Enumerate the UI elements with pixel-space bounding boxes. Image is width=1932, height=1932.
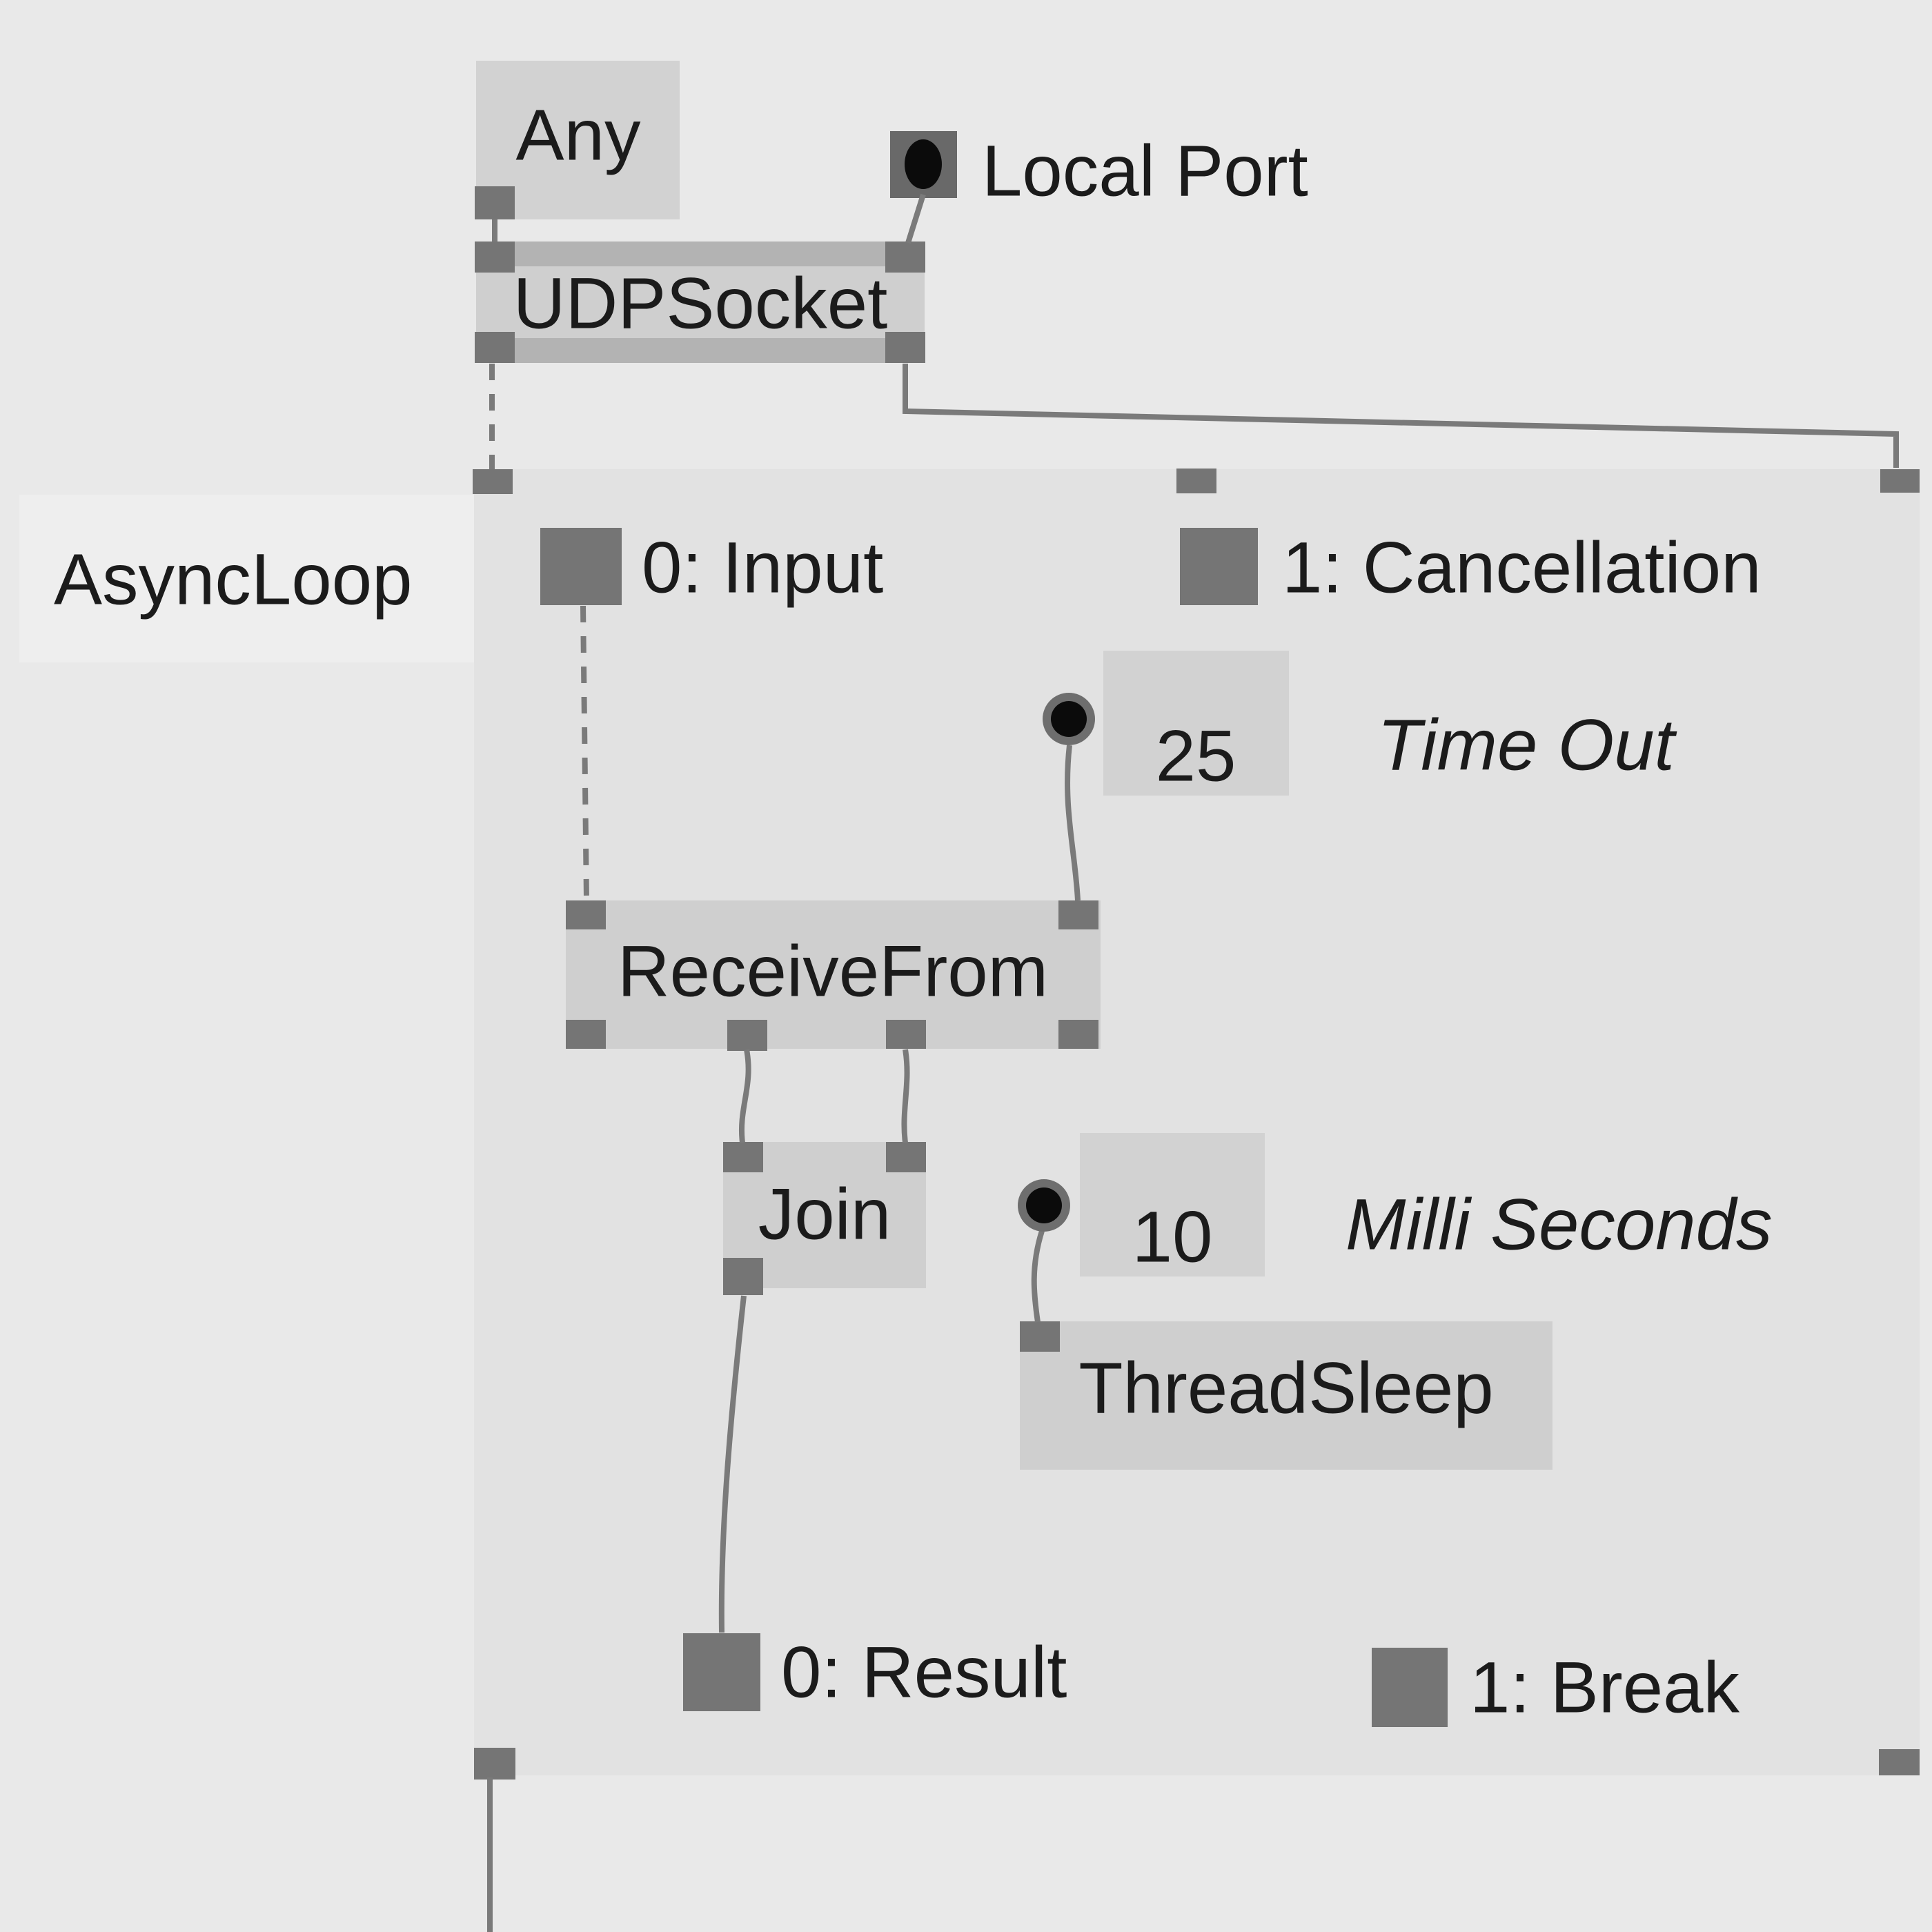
receivefrom-output2-pin[interactable] (727, 1020, 767, 1051)
receivefrom-input-pin[interactable] (566, 900, 606, 929)
timeout-value[interactable]: 25 (1155, 716, 1236, 797)
asyncloop-label: AsyncLoop (54, 539, 413, 620)
timeout-wire-dot-icon[interactable] (1043, 693, 1095, 745)
wire-receivefrom-to-join-left[interactable] (739, 1049, 751, 1143)
wire-timeout-to-receivefrom[interactable] (1065, 745, 1081, 901)
join-input-left-pin[interactable] (723, 1142, 763, 1172)
wire-udpsocket-to-region-cancellation[interactable] (903, 364, 1899, 468)
wire-regioninput-to-receivefrom[interactable] (580, 605, 589, 901)
threadsleep-label: ThreadSleep (1078, 1348, 1494, 1429)
region-cancellation-label: 1: Cancellation (1282, 527, 1762, 609)
timeout-comment-label: Time Out (1377, 704, 1675, 786)
udpsocket-output-left-pin[interactable] (475, 332, 515, 363)
millis-comment-label: Milli Seconds (1346, 1184, 1773, 1265)
udpsocket-footer-strip (476, 338, 925, 363)
millis-iobox[interactable] (1080, 1133, 1265, 1276)
join-input-right-pin[interactable] (886, 1142, 926, 1172)
join-output-pin[interactable] (723, 1258, 763, 1295)
join-label: Join (758, 1174, 891, 1255)
receivefrom-timeout-pin[interactable] (1058, 900, 1098, 929)
receivefrom-output3-pin[interactable] (886, 1020, 926, 1049)
any-output-pin[interactable] (475, 186, 515, 219)
region-top-middle-pin[interactable] (1176, 469, 1216, 493)
millis-value[interactable]: 10 (1132, 1196, 1213, 1278)
udpsocket-header-strip (476, 241, 925, 266)
threadsleep-input-pin[interactable] (1020, 1321, 1060, 1352)
receivefrom-output1-pin[interactable] (566, 1020, 606, 1049)
local-port-dot-icon[interactable] (905, 139, 942, 189)
region-break-label: 1: Break (1470, 1647, 1740, 1728)
any-node-label: Any (515, 95, 641, 176)
timeout-iobox[interactable] (1103, 651, 1289, 796)
region-top-right-pin[interactable] (1880, 469, 1920, 493)
millis-wire-dot-icon[interactable] (1018, 1179, 1070, 1232)
region-input-pin[interactable] (540, 528, 622, 605)
udpsocket-input-pin[interactable] (475, 241, 515, 273)
region-result-pin[interactable] (683, 1633, 760, 1711)
asyncloop-label-box[interactable] (19, 495, 474, 662)
region-cancellation-pin[interactable] (1180, 528, 1258, 605)
wire-join-to-result[interactable] (718, 1295, 747, 1633)
wire-localport-to-udpsocket[interactable] (905, 193, 926, 244)
region-result-label: 0: Result (781, 1632, 1067, 1713)
wire-receivefrom-to-join-right[interactable] (901, 1049, 910, 1143)
udpsocket-node[interactable] (476, 241, 925, 363)
threadsleep-node[interactable] (1020, 1321, 1552, 1470)
wire-millis-to-threadsleep[interactable] (1031, 1230, 1045, 1323)
region-input-label: 0: Input (642, 527, 884, 609)
local-port-label: Local Port (982, 130, 1308, 212)
udpsocket-label: UDPSocket (513, 263, 888, 344)
udpsocket-output-right-pin[interactable] (885, 332, 925, 363)
region-top-left-pin[interactable] (473, 469, 513, 494)
region-break-pin[interactable] (1372, 1648, 1448, 1727)
udpsocket-localport-pin[interactable] (885, 241, 925, 273)
receivefrom-label: ReceiveFrom (617, 931, 1049, 1012)
receivefrom-node[interactable] (566, 900, 1101, 1049)
region-bottom-left-pin[interactable] (474, 1748, 515, 1780)
region-bottom-right-pin[interactable] (1879, 1749, 1920, 1775)
receivefrom-output4-pin[interactable] (1058, 1020, 1098, 1049)
